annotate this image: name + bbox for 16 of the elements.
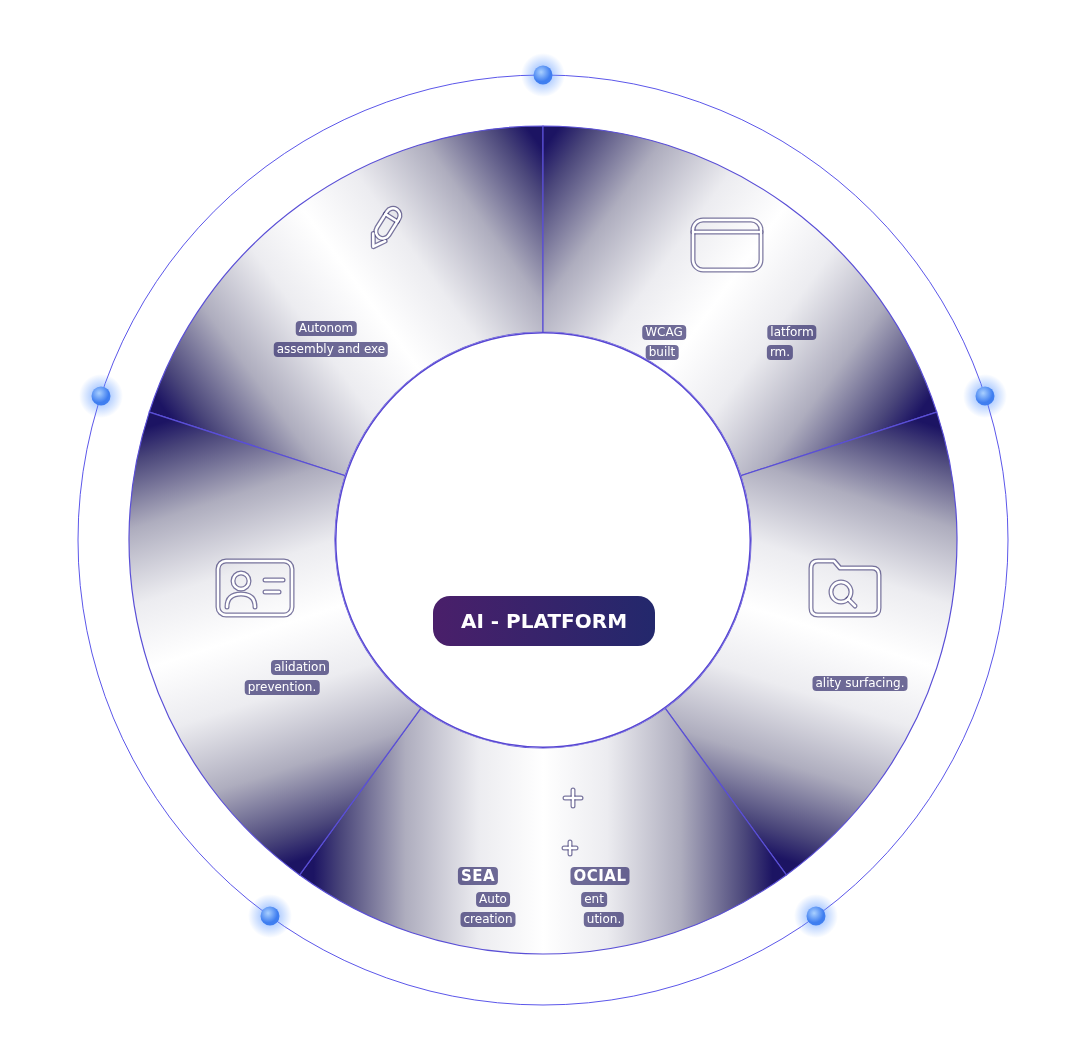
body-text: alidation — [271, 659, 329, 675]
body-text: prevention. — [244, 679, 320, 695]
body-text: built — [645, 344, 679, 360]
heading-text: SEA — [457, 867, 499, 885]
body-text: ution. — [583, 911, 625, 927]
body-text: ality surfacing. — [812, 675, 908, 691]
body-text: creation — [460, 911, 516, 927]
body-text: WCAG — [642, 324, 686, 340]
body-text: Autonom — [295, 320, 357, 336]
body-text: rm. — [766, 344, 794, 360]
platform-tag: AI - PLATFORM — [433, 596, 655, 646]
heading-text: OCIAL — [570, 867, 630, 885]
body-text: latform — [767, 324, 817, 340]
body-text: assembly and exe — [273, 341, 389, 357]
body-text: ent — [581, 891, 607, 907]
body-text: Auto — [476, 891, 510, 907]
